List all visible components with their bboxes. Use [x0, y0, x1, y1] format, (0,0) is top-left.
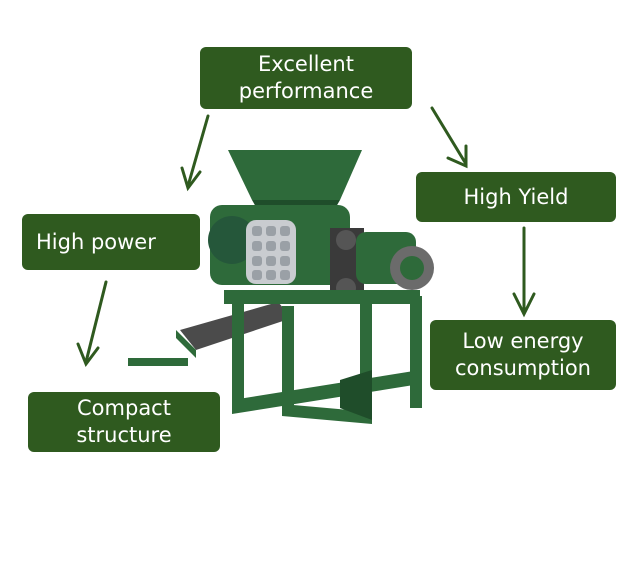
arrow-excellent-to-power [180, 114, 210, 192]
label-high-yield: High Yield [416, 172, 616, 222]
left-flywheel [208, 216, 256, 264]
conveyor-end [176, 330, 196, 358]
label-excellent-performance: Excellent performance [200, 47, 412, 109]
label-high-power-text: High power [36, 229, 156, 254]
machine-frame [224, 290, 422, 424]
label-low-energy: Low energy consumption [430, 320, 616, 390]
gear-top [336, 230, 356, 250]
label-compact-line1: Compact [77, 396, 171, 420]
label-excellent-line1: Excellent [258, 52, 354, 76]
label-high-yield-text: High Yield [463, 184, 569, 209]
hopper [228, 150, 362, 200]
label-compact-structure: Compact structure [28, 392, 220, 452]
arrow-yield-to-low [512, 226, 536, 318]
label-high-power: High power [22, 214, 200, 270]
arrow-excellent-to-yield [430, 106, 468, 169]
arrow-power-to-compact [76, 280, 108, 368]
label-excellent-line2: performance [238, 79, 374, 103]
pulley-hub [400, 256, 424, 280]
roller-pockets [252, 226, 290, 280]
label-low-energy-line2: consumption [455, 356, 591, 380]
conveyor-support [128, 358, 188, 366]
label-compact-line2: structure [76, 423, 172, 447]
label-low-energy-line1: Low energy [462, 329, 584, 353]
